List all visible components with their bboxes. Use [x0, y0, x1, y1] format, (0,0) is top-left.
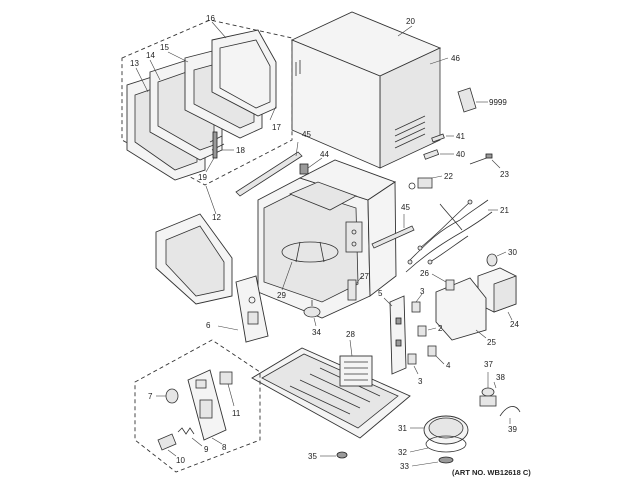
callout-37: 37 [484, 360, 493, 369]
power-connector [469, 153, 493, 165]
door-choke-seal [211, 29, 277, 117]
magnetron-bracket [435, 277, 487, 341]
control-knob [165, 388, 179, 404]
callout-39: 39 [508, 425, 517, 434]
callout-4: 4 [446, 361, 451, 370]
base-plate [251, 347, 411, 439]
door-assembly-group-outline [121, 19, 293, 186]
art-number: (ART NO. WB12618 C) [452, 468, 531, 477]
callout-28: 28 [346, 330, 355, 339]
control-panel-group-outline [134, 339, 261, 473]
callout-34: 34 [312, 328, 321, 337]
callout-15: 15 [160, 43, 169, 52]
turntable-support [281, 241, 339, 263]
door-assembly [155, 213, 233, 305]
diode [445, 279, 455, 291]
callout-17: 17 [272, 123, 281, 132]
thermal-cutout [299, 163, 309, 175]
callout-14: 14 [146, 51, 155, 60]
callout-32: 32 [398, 448, 407, 457]
callout-30: 30 [508, 248, 517, 257]
cooling-fan [423, 415, 469, 464]
screw-41 [431, 133, 445, 143]
callout-3-bottom: 3 [418, 377, 423, 386]
stirrer-motor [303, 300, 321, 318]
outer-case [290, 11, 442, 169]
terminal-block [408, 177, 433, 190]
interlock-switch-top [411, 301, 421, 313]
magnetron [339, 355, 373, 387]
mounting-rail-right [371, 225, 415, 249]
control-panel-frame [235, 275, 269, 343]
wire-harness [405, 199, 493, 273]
door-release-button [157, 433, 177, 451]
callout-26: 26 [420, 269, 429, 278]
callout-22: 22 [444, 172, 453, 181]
callout-9999: 9999 [489, 98, 507, 107]
callout-19: 19 [198, 173, 207, 182]
door-latch-spring [212, 131, 218, 159]
callout-35: 35 [308, 452, 317, 461]
callout-29: 29 [277, 291, 286, 300]
button-spring [177, 427, 195, 435]
callout-18: 18 [236, 146, 245, 155]
callout-6: 6 [206, 321, 211, 330]
callout-9: 9 [204, 445, 209, 454]
callout-10: 10 [176, 456, 185, 465]
callout-44: 44 [320, 150, 329, 159]
mounting-rail-top [235, 151, 303, 197]
callout-16: 16 [206, 14, 215, 23]
callout-24: 24 [510, 320, 519, 329]
callout-11: 11 [232, 409, 241, 418]
callout-46: 46 [451, 54, 460, 63]
callout-20: 20 [406, 17, 415, 26]
callout-7: 7 [148, 392, 153, 401]
interlock-switch-mid [417, 325, 427, 337]
callout-38: 38 [496, 373, 505, 382]
switch-bracket [389, 295, 407, 375]
callout-2: 2 [438, 324, 443, 333]
callout-33: 33 [400, 462, 409, 471]
foot [336, 451, 348, 459]
monitor-switch [427, 345, 437, 357]
callout-45-top: 45 [302, 130, 311, 139]
callout-23: 23 [500, 170, 509, 179]
callout-8: 8 [222, 443, 227, 452]
door-switch-bracket [347, 279, 357, 301]
callout-21: 21 [500, 206, 509, 215]
callout-25: 25 [487, 338, 496, 347]
callout-40: 40 [456, 150, 465, 159]
thermal-fuse [479, 387, 497, 407]
callout-31: 31 [398, 424, 407, 433]
callout-13: 13 [130, 59, 139, 68]
high-voltage-transformer [477, 267, 517, 313]
callout-27: 27 [360, 272, 369, 281]
callout-12: 12 [212, 213, 221, 222]
screw-40 [423, 149, 440, 160]
spring-clip [499, 406, 521, 417]
rating-label [457, 87, 477, 113]
callout-5: 5 [378, 289, 383, 298]
interlock-switch-bottom [407, 353, 417, 365]
high-voltage-capacitor [486, 253, 498, 267]
callout-45-right: 45 [401, 203, 410, 212]
callout-41: 41 [456, 132, 465, 141]
callout-3-top: 3 [420, 287, 425, 296]
timer [219, 371, 233, 385]
control-panel [187, 369, 227, 441]
